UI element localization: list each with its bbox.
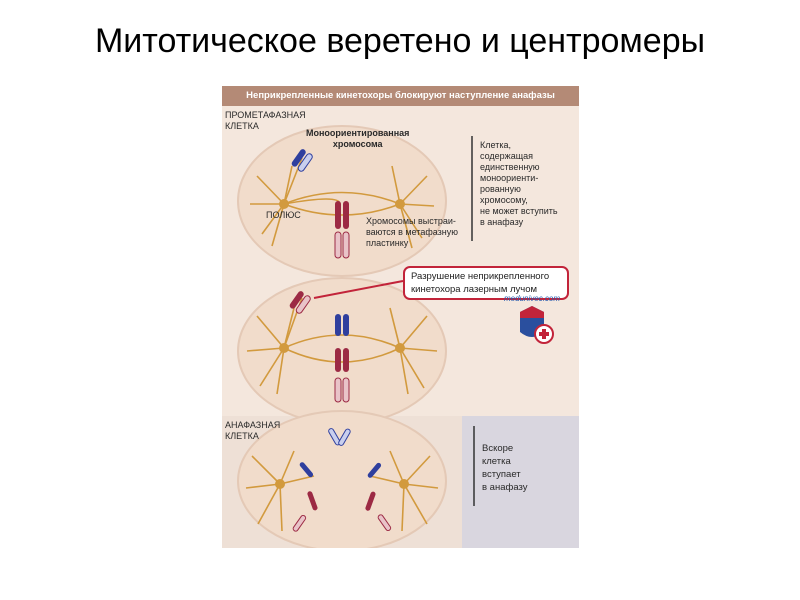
pole-left-3 [275,479,285,489]
figure-header: Неприкрепленные кинетохоры блокируют нас… [222,86,579,106]
mitosis-figure: Неприкрепленные кинетохоры блокируют нас… [222,86,579,548]
mitosis-illustration [222,125,579,548]
pole-right-1 [395,199,405,209]
laser-callout: Разрушение неприкрепленного кинетохора л… [403,266,569,300]
chromosome-stack-2 [334,314,350,403]
label-anaphase-note: Вскоре клетка вступает в анафазу [482,443,528,493]
laser-pointer-line [313,280,404,299]
monooriented-chromosome [291,149,313,172]
slide-title: Митотическое веретено и центромеры [94,22,706,60]
label-metaphase-plate: Хромосомы выстраи- ваются в метафазную п… [366,216,458,248]
spindle-fibers-2 [246,297,438,395]
pole-left-2 [279,343,289,353]
cell-anaphase [237,410,447,548]
watermark-logo [520,306,554,344]
cell-metaphase [237,277,447,425]
label-prometaphase-cell: ПРОМЕТАФАЗНАЯ КЛЕТКА [225,110,306,131]
pole-right-2 [395,343,405,353]
chromosome-stack-1 [334,201,350,259]
laser-target-chromosome [289,291,311,314]
label-cell-note: Клетка, содержащая единственную моноорие… [480,140,558,227]
pole-right-3 [399,479,409,489]
spindle-fibers-3 [245,450,439,532]
laser-callout-text: Разрушение неприкрепленного кинетохора л… [411,271,550,295]
label-monooriented-chromosome: Моноориентированная хромосома [306,128,410,149]
label-pole: ПОЛЮС [266,210,301,220]
watermark-text: medunivec.com [504,294,561,303]
separating-chromatids [292,428,392,532]
cell-prometaphase [237,125,447,277]
label-anaphase-cell: АНАФАЗНАЯ КЛЕТКА [225,420,281,441]
pole-left-1 [279,199,289,209]
